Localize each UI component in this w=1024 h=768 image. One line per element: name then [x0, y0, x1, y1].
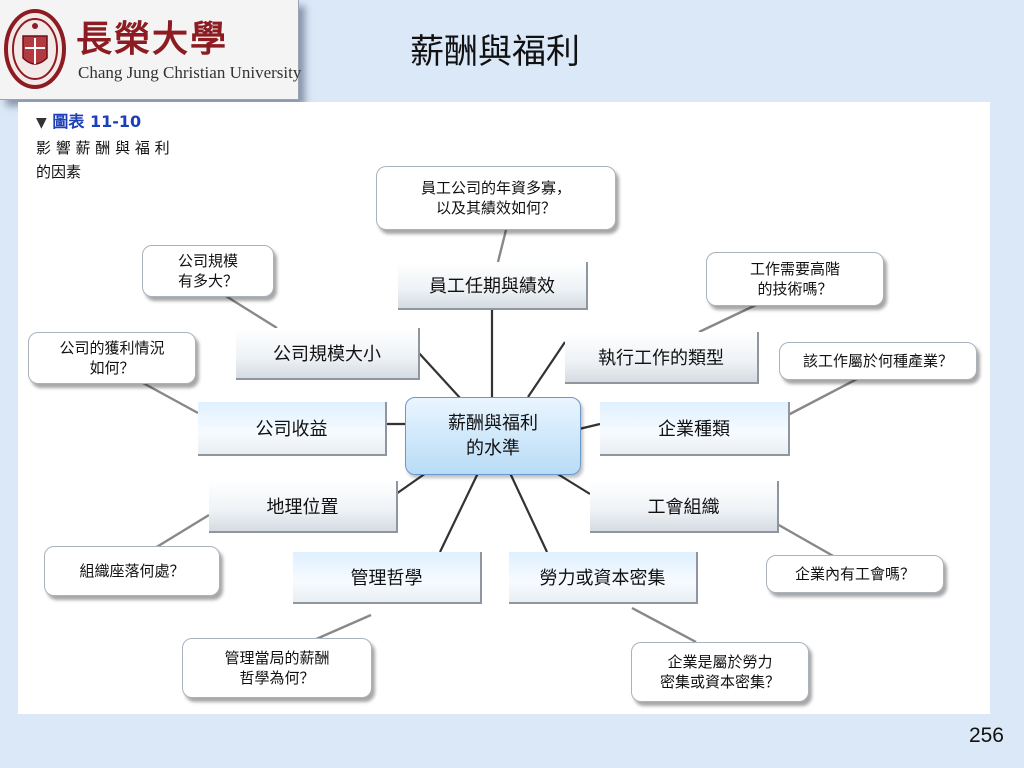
slide-title: 薪酬與福利 — [410, 32, 580, 72]
question-industry: 該工作屬於何種產業？ — [779, 342, 977, 380]
question-philosophy: 管理當局的薪酬 哲學為何？ — [182, 638, 372, 698]
question-size: 公司規模 有多大？ — [142, 245, 274, 297]
figure-caption-line1: 影 響 薪 酬 與 福 利 — [36, 139, 170, 157]
question-job-line2: 的技術嗎？ — [757, 280, 833, 298]
question-union: 企業內有工會嗎？ — [766, 555, 944, 593]
center-node-line1: 薪酬與福利 — [448, 413, 538, 434]
question-job-skill: 工作需要高階 的技術嗎？ — [706, 252, 884, 306]
question-intensity: 企業是屬於勞力 密集或資本密集？ — [631, 642, 809, 702]
question-size-line2: 有多大？ — [177, 272, 238, 290]
factor-geographic-location: 地理位置 — [209, 481, 398, 533]
question-tenure-line2: 以及其績效如何？ — [435, 199, 556, 217]
factor-industry-type: 企業種類 — [600, 402, 790, 456]
question-profit-line1: 公司的獲利情況 — [59, 339, 165, 357]
triangle-down-icon: ▼ — [36, 115, 47, 131]
center-node-pay-level: 薪酬與福利 的水準 — [405, 397, 581, 475]
figure-label-title: 圖表 — [52, 112, 85, 131]
connector-lines — [142, 229, 858, 644]
factor-tenure-performance: 員工任期與績效 — [398, 262, 588, 310]
university-name-chinese: 長榮大學 — [76, 18, 229, 60]
question-philosophy-line2: 哲學為何？ — [239, 669, 315, 687]
factor-company-profit: 公司收益 — [198, 402, 387, 456]
question-union-line1: 企業內有工會嗎？ — [794, 565, 915, 583]
factor-labor-capital-intensity: 勞力或資本密集 — [509, 552, 698, 604]
question-location-line1: 組織座落何處？ — [79, 562, 185, 580]
university-logo-banner: 長榮大學 Chang Jung Christian University — [0, 0, 302, 100]
question-profit-line2: 如何？ — [89, 359, 135, 377]
figure-caption-line2: 的因素 — [36, 163, 82, 181]
factor-company-size: 公司規模大小 — [236, 328, 420, 380]
figure-label: ▼ 圖表 11-10 — [36, 108, 141, 132]
factor-job-type: 執行工作的類型 — [565, 332, 759, 384]
question-intensity-line1: 企業是屬於勞力 — [667, 653, 773, 671]
page-number: 256 — [968, 724, 1004, 747]
university-seal-icon — [4, 9, 66, 89]
question-profit: 公司的獲利情況 如何？ — [28, 332, 196, 384]
factor-management-philosophy: 管理哲學 — [293, 552, 482, 604]
question-intensity-line2: 密集或資本密集？ — [659, 673, 780, 691]
question-industry-line1: 該工作屬於何種產業？ — [802, 352, 953, 370]
factor-labor-union: 工會組織 — [590, 481, 779, 533]
figure-caption: 影 響 薪 酬 與 福 利 的因素 — [36, 136, 236, 184]
question-size-line1: 公司規模 — [177, 252, 238, 270]
question-philosophy-line1: 管理當局的薪酬 — [224, 649, 330, 667]
question-tenure-line1: 員工公司的年資多寡， — [420, 179, 571, 197]
question-tenure: 員工公司的年資多寡， 以及其績效如何？ — [376, 166, 616, 230]
center-node-line2: 的水準 — [466, 438, 520, 459]
university-name-english: Chang Jung Christian University — [78, 63, 302, 82]
question-job-line1: 工作需要高階 — [749, 260, 840, 278]
question-location: 組織座落何處？ — [44, 546, 220, 596]
figure-number: 11-10 — [89, 112, 142, 131]
figure-panel: ▼ 圖表 11-10 影 響 薪 酬 與 福 利 的因素 — [18, 102, 990, 714]
